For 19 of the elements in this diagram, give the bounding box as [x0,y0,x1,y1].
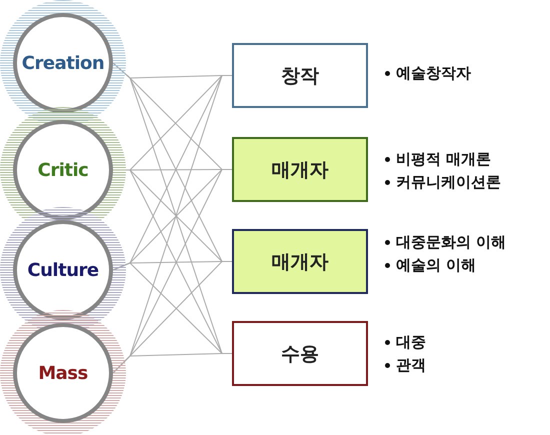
role-box [232,321,368,386]
box-label: 매개자 [272,250,328,274]
bullet-text: 예술의 이해 [396,256,476,274]
role-box [232,137,368,202]
circle-label: Critic [38,160,88,180]
circle-label: Mass [38,362,88,384]
bullet-text: 예술창작자 [396,64,471,82]
bullet-text: 비평적 매개론 [396,150,492,168]
bullet-text: 커뮤니케이션론 [396,173,501,191]
box-label: 매개자 [272,158,328,182]
circle-label: Culture [27,260,99,280]
bullet-text: 대중문화의 이해 [396,233,506,251]
circle-label: Creation [22,52,104,74]
box-label: 창작 [281,64,319,88]
role-box [232,43,368,108]
bullet-text: 관객 [396,356,426,374]
box-label: 수용 [281,342,319,366]
bullet-text: 대중 [396,333,426,351]
role-box [232,229,368,294]
